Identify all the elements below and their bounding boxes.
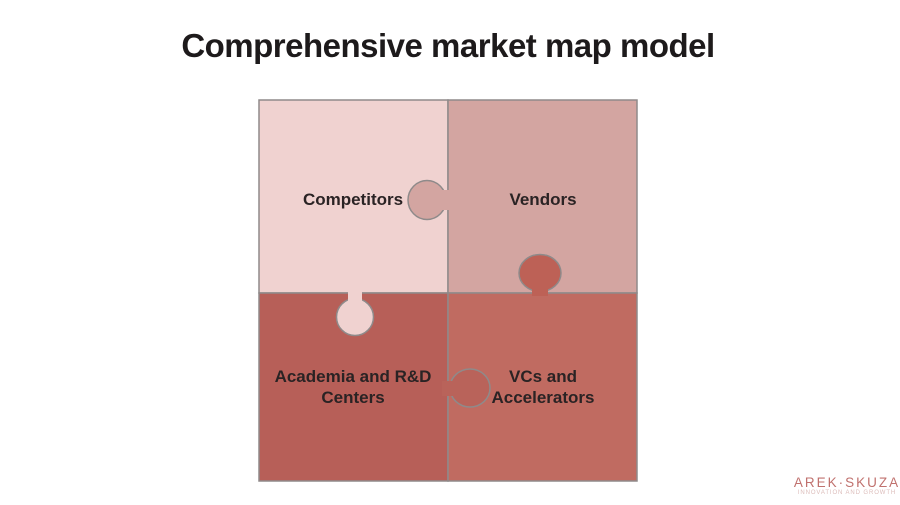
competitors-puzzle-tab-neck [348, 286, 362, 301]
page-title: Comprehensive market map model [181, 27, 715, 64]
piece-label-text: VCs and [508, 367, 578, 386]
brand-logo: AREK·SKUZA INNOVATION AND GROWTH [777, 475, 900, 497]
academia-puzzle-tab-neck [442, 381, 455, 396]
piece-label-competitors: Competitors [258, 189, 448, 210]
piece-label-academia: Academia and R&D Centers [258, 366, 448, 408]
piece-label-vcs: VCs and Accelerators [448, 366, 638, 408]
vcs-puzzle-tab-neck [532, 281, 548, 296]
piece-label-text: Accelerators [491, 388, 595, 407]
vendors-puzzle-tab-neck [438, 190, 450, 210]
brand-logo-tagline: INNOVATION AND GROWTH [797, 490, 897, 496]
piece-label-text: Competitors [302, 190, 404, 209]
piece-label-text: Vendors [509, 190, 577, 209]
competitors-puzzle-tab [335, 297, 375, 337]
brand-logo-name: AREK·SKUZA [793, 475, 900, 490]
piece-label-vendors: Vendors [448, 189, 638, 210]
piece-label-text: Academia and R&D [274, 367, 432, 386]
puzzle-diagram [258, 99, 638, 482]
piece-label-text: Centers [321, 388, 385, 407]
